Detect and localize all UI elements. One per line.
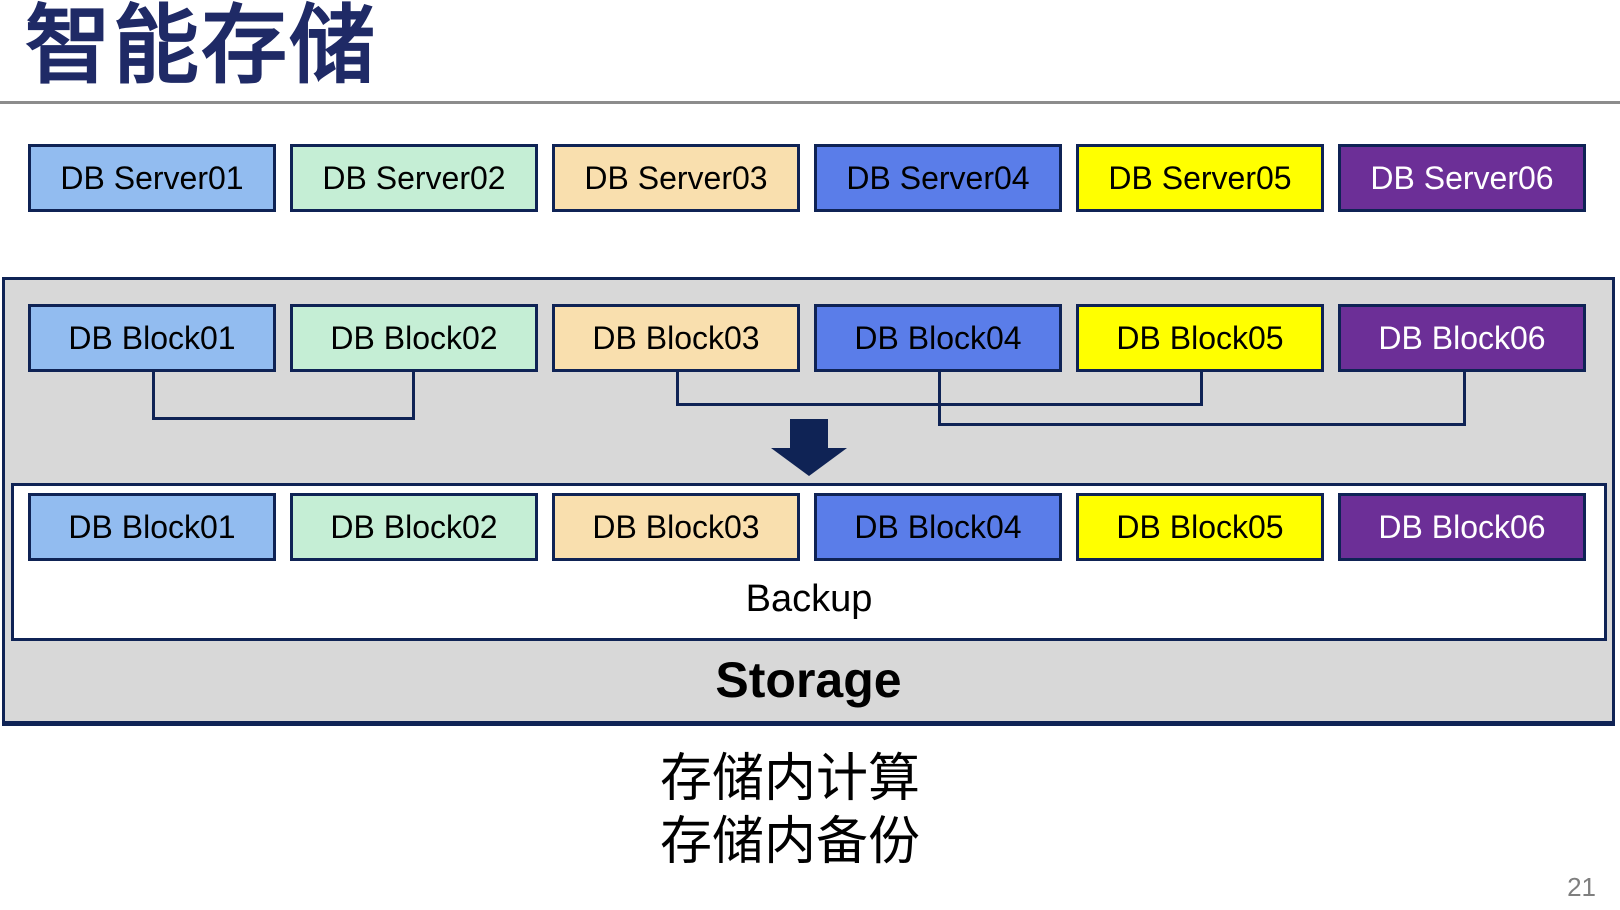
db-server-box-3: DB Server03 (552, 144, 800, 212)
db-block-row-top: DB Block01 DB Block02 DB Block03 DB Bloc… (28, 304, 1588, 372)
db-block-bottom-3: DB Block03 (552, 493, 800, 561)
db-block-top-4: DB Block04 (814, 304, 1062, 372)
caption-block: 存储内计算 存储内备份 (0, 748, 1580, 874)
down-arrow-icon (790, 419, 828, 448)
db-block-bottom-2: DB Block02 (290, 493, 538, 561)
db-server-box-4: DB Server04 (814, 144, 1062, 212)
db-server-box-5: DB Server05 (1076, 144, 1324, 212)
db-block-bottom-1: DB Block01 (28, 493, 276, 561)
down-arrow-icon-head (771, 448, 847, 476)
db-block-top-6: DB Block06 (1338, 304, 1586, 372)
db-block-bottom-4: DB Block04 (814, 493, 1062, 561)
db-block-bottom-6: DB Block06 (1338, 493, 1586, 561)
connector-bracket-block1-block2 (152, 372, 415, 420)
page-title: 智能存储 (25, 0, 377, 94)
connector-bracket-block4-block6 (938, 372, 1466, 426)
db-server-box-1: DB Server01 (28, 144, 276, 212)
db-server-row: DB Server01 DB Server02 DB Server03 DB S… (28, 144, 1588, 212)
backup-label: Backup (745, 578, 873, 620)
db-server-box-2: DB Server02 (290, 144, 538, 212)
db-block-top-1: DB Block01 (28, 304, 276, 372)
db-block-bottom-5: DB Block05 (1076, 493, 1324, 561)
db-block-top-2: DB Block02 (290, 304, 538, 372)
db-block-top-3: DB Block03 (552, 304, 800, 372)
caption-line-2: 存储内备份 (659, 813, 920, 871)
db-server-box-6: DB Server06 (1338, 144, 1586, 212)
db-block-row-bottom: DB Block01 DB Block02 DB Block03 DB Bloc… (28, 493, 1588, 561)
page-number: 21 (1567, 872, 1596, 902)
caption-line-1: 存储内计算 (659, 750, 920, 808)
db-block-top-5: DB Block05 (1076, 304, 1324, 372)
storage-label: Storage (715, 652, 902, 708)
title-divider (0, 101, 1620, 104)
